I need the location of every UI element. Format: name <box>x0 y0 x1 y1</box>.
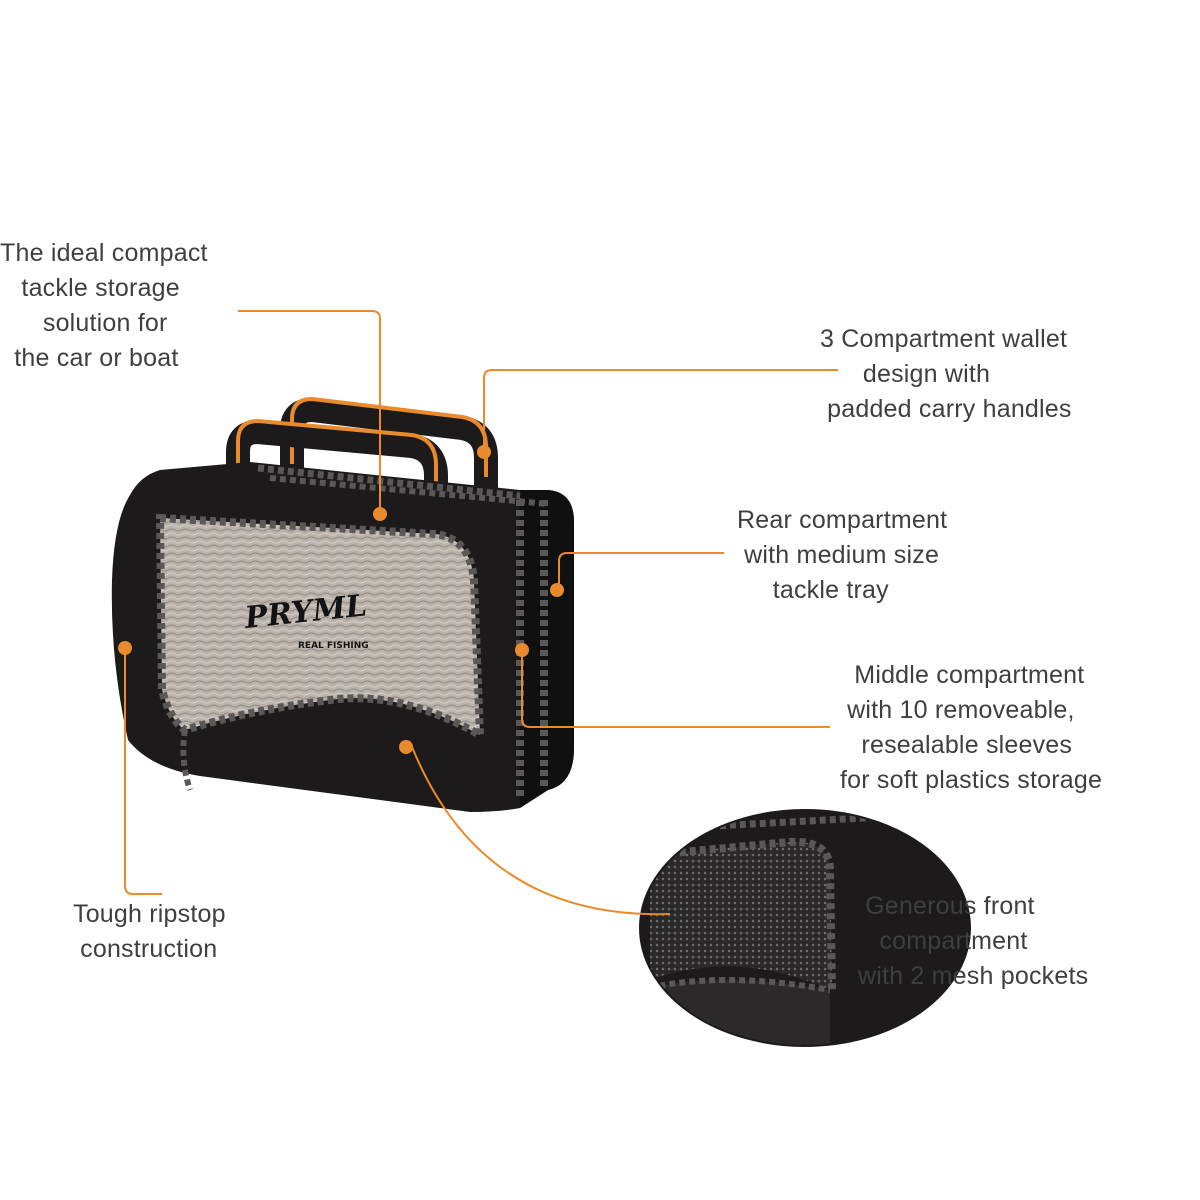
front-pocket-zoom <box>639 809 971 1047</box>
dot-ripstop <box>118 641 132 655</box>
dot-middle <box>515 643 529 657</box>
callout-ripstop: Tough ripstop construction <box>73 900 226 963</box>
leader-wallet <box>483 369 838 450</box>
dot-compact <box>373 507 387 521</box>
leader-ripstop <box>124 648 162 895</box>
leader-rear <box>558 552 724 590</box>
leader-compact <box>238 310 381 514</box>
leader-lines <box>124 310 838 916</box>
logo-tagline: REAL FISHING <box>298 641 369 651</box>
callout-front: Generous front compartment with 2 mesh p… <box>858 892 1089 990</box>
callout-middle: Middle compartment with 10 removeable, r… <box>840 661 1103 794</box>
dot-front <box>399 740 413 754</box>
bag-body <box>111 462 575 812</box>
callout-compact: The ideal compact tackle storage solutio… <box>0 239 208 372</box>
dot-wallet <box>477 445 491 459</box>
callout-rear: Rear compartment with medium size tackle… <box>737 506 948 604</box>
dot-rear <box>550 583 564 597</box>
leader-middle <box>521 650 830 728</box>
leader-front <box>409 741 671 916</box>
callout-wallet: 3 Compartment wallet design with padded … <box>820 325 1072 423</box>
callout-dots <box>118 445 564 754</box>
